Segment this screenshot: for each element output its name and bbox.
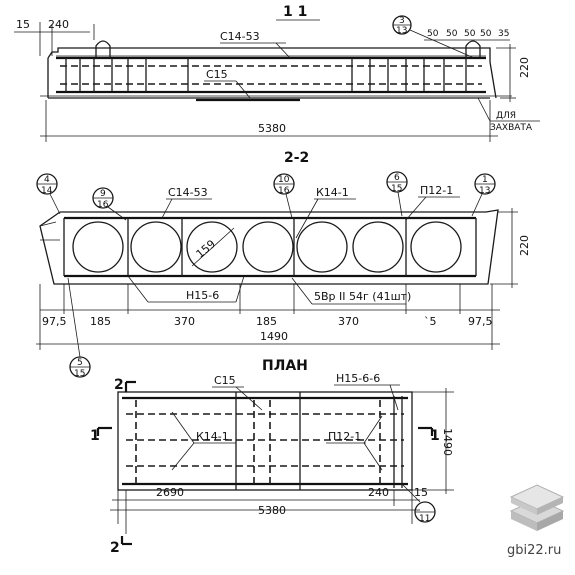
label-c15: С15 [206, 68, 228, 81]
dim-220-left: 220 [518, 57, 531, 78]
dim-370-a: 370 [174, 315, 195, 328]
callout-5-15: 5 15 [67, 277, 91, 379]
section-mark-2-top: 2 [114, 377, 124, 393]
section-mark-1-right: 1 [430, 428, 440, 444]
svg-text:6: 6 [394, 173, 400, 183]
hole-diameter-label: 159 [194, 237, 218, 260]
svg-text:15: 15 [391, 184, 402, 194]
callout-4-14: 4 14 [36, 173, 61, 215]
svg-text:1: 1 [482, 175, 488, 185]
void-hole [242, 221, 294, 273]
dim-15-plan: 15 [414, 486, 428, 499]
plan-label-k14-1: К14-1 [196, 430, 229, 443]
grip-note-line1: ДЛЯ [496, 111, 516, 121]
callout-9-16: 9 16 [92, 187, 127, 221]
dim-185-b: 185 [256, 315, 277, 328]
plan-label-p12-1: П12-1 [328, 430, 361, 443]
callout-11: 11 [401, 483, 436, 524]
dim-220-section: 220 [518, 235, 531, 256]
dim-370-b: 370 [338, 315, 359, 328]
svg-text:15: 15 [74, 369, 85, 379]
section-2-2: 2-2 159 С14-53 К14-1 П12-1 [36, 150, 531, 379]
callout-3-13: 3 13 [392, 15, 475, 59]
dim-1490-bottom: 1490 [260, 330, 288, 343]
svg-text:5: 5 [77, 358, 83, 368]
dim-50d: 50 [480, 29, 492, 39]
dim-185-c: `5 [424, 315, 437, 328]
dim-5380-top: 5380 [258, 122, 286, 135]
label-c14-53: С14-53 [220, 30, 260, 43]
callout-1-13: 1 13 [471, 173, 496, 217]
void-hole [296, 221, 348, 273]
section-2-2-title: 2-2 [284, 150, 309, 166]
svg-text:13: 13 [479, 186, 490, 196]
svg-text:11: 11 [419, 514, 430, 524]
void-hole [72, 221, 124, 273]
label-h15-6: Н15-6 [186, 289, 219, 302]
dim-2690: 2690 [156, 486, 184, 499]
svg-text:9: 9 [100, 189, 106, 199]
void-hole [130, 221, 182, 273]
plan-label-h15-6-6: Н15-6-6 [336, 372, 380, 385]
dim-50b: 50 [446, 29, 458, 39]
dim-15: 15 [16, 18, 30, 31]
dim-50a: 50 [427, 29, 439, 39]
void-holes [72, 221, 462, 273]
dim-97-5-left: 97,5 [42, 315, 67, 328]
dim-35: 35 [498, 29, 509, 39]
svg-text:3: 3 [399, 16, 405, 26]
grip-note-line2: ЗАХВАТА [490, 123, 533, 133]
label-rebar: 5Вр II 54г (41шт) [314, 290, 411, 303]
dim-5380-plan: 5380 [258, 504, 286, 517]
lifting-loop-left [95, 40, 111, 58]
dim-185-a: 185 [90, 315, 111, 328]
dim-1490-plan: 1490 [441, 428, 454, 456]
dim-97-5-right: 97,5 [468, 315, 493, 328]
plan-view: ПЛАН С15 Н15-6-6 К14-1 П12-1 2 1 [90, 358, 454, 556]
plan-title: ПЛАН [262, 358, 308, 374]
void-hole [410, 221, 462, 273]
dim-240-plan: 240 [368, 486, 389, 499]
svg-text:10: 10 [278, 175, 290, 185]
label-c14-53-section: С14-53 [168, 186, 208, 199]
section-1-1-title: 1 1 [283, 4, 307, 20]
site-url: gbi22.ru [507, 543, 561, 558]
section-1-1: 1 1 [14, 4, 540, 142]
svg-text:13: 13 [396, 26, 407, 36]
label-k14-1: К14-1 [316, 186, 349, 199]
svg-text:16: 16 [97, 200, 109, 210]
lifting-loop-right [465, 40, 481, 58]
section-mark-1-left: 1 [90, 428, 100, 444]
dim-50c: 50 [464, 29, 476, 39]
svg-text:4: 4 [44, 175, 50, 185]
section-mark-2-bottom: 2 [110, 540, 120, 556]
section-1-1-stirrups [65, 58, 467, 92]
plan-label-c15: С15 [214, 374, 236, 387]
callout-6-15: 6 15 [386, 171, 408, 217]
label-p12-1: П12-1 [420, 184, 453, 197]
dim-240: 240 [48, 18, 69, 31]
svg-text:16: 16 [278, 186, 290, 196]
void-hole [352, 221, 404, 273]
svg-text:14: 14 [41, 186, 53, 196]
void-hole [186, 221, 238, 273]
site-logo: gbi22.ru [507, 484, 565, 558]
callout-10-16: 10 16 [273, 173, 295, 219]
